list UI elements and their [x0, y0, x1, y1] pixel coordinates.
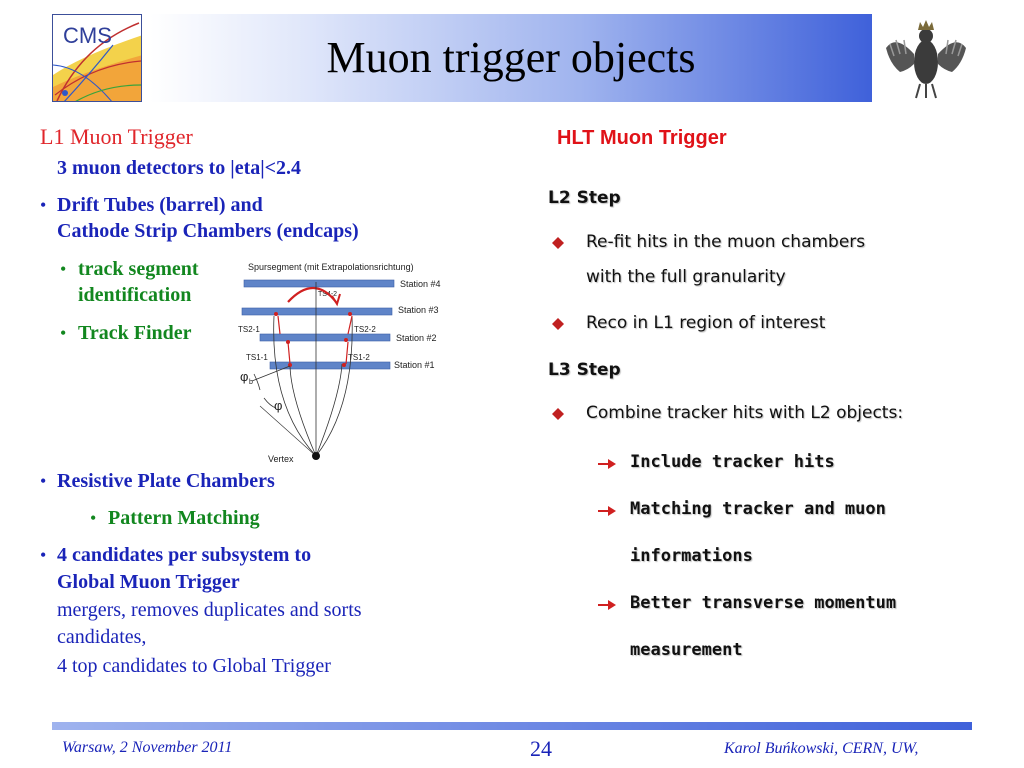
title-bar — [150, 14, 872, 102]
red-diamond-bullet-icon — [552, 317, 564, 335]
ts22-label: TS2-2 — [354, 325, 376, 334]
l3-sub2-line1: Matching tracker and muon — [630, 499, 886, 519]
l1-subtitle: 3 muon detectors to |eta|<2.4 — [57, 157, 302, 179]
cms-logo-text: CMS — [63, 23, 112, 48]
ts11-label: TS1-1 — [246, 353, 268, 362]
l2-item1-line1: Re-fit hits in the muon chambers — [586, 232, 866, 252]
slide-title: Muon trigger objects — [326, 33, 696, 82]
station-1-bar — [269, 361, 391, 370]
cms-logo: CMS — [52, 14, 142, 102]
bullet-icon: • — [40, 471, 47, 491]
bullet-icon: • — [40, 545, 47, 565]
station-2-label: Station #2 — [396, 333, 437, 343]
station-3-bar — [241, 307, 393, 316]
bullet-icon: • — [40, 195, 47, 215]
vertex-label: Vertex — [268, 454, 294, 464]
ts12-label: TS1-2 — [348, 353, 370, 362]
rpc-pattern-matching: Pattern Matching — [108, 507, 260, 529]
station-4-bar — [243, 279, 395, 288]
ts21-label: TS2-1 — [238, 325, 260, 334]
red-diamond-bullet-icon — [552, 407, 564, 425]
candidates-line1: 4 candidates per subsystem to — [57, 544, 312, 566]
footer-date: Warsaw, 2 November 2011 — [62, 739, 233, 756]
cms-logo-graphic: CMS — [53, 15, 141, 101]
station-2-bar — [259, 333, 391, 342]
dt-line1: Drift Tubes (barrel) and — [57, 194, 263, 216]
sub1-line1: track segment — [78, 258, 199, 280]
phi-b-subscript: b — [249, 379, 253, 386]
l3-item1: Combine tracker hits with L2 objects: — [586, 403, 904, 423]
diagram-caption: Spursegment (mit Extrapolationsrichtung) — [248, 262, 414, 272]
red-arrow-bullet-icon — [598, 597, 616, 615]
vertex-point — [312, 452, 320, 460]
page-number: 24 — [530, 736, 552, 761]
extrapolation-arrowhead-icon — [331, 293, 341, 307]
bullet-icon: • — [60, 259, 67, 279]
station-4-label: Station #4 — [400, 279, 441, 289]
candidates-line2: Global Muon Trigger — [57, 571, 240, 593]
bullet-icon: • — [60, 323, 67, 343]
candidates-line4: candidates, — [57, 626, 147, 648]
bullet-icon: • — [90, 508, 97, 528]
l3-sub3-line1: Better transverse momentum — [630, 593, 897, 613]
sub2-track-finder: Track Finder — [78, 322, 192, 344]
candidates-line3: mergers, removes duplicates and sorts — [57, 599, 362, 621]
l2-step-heading: L2 Step — [548, 188, 621, 208]
l1-title: L1 Muon Trigger — [40, 124, 193, 149]
l3-sub3-line2: measurement — [630, 640, 743, 660]
l3-sub2-line2: informations — [630, 546, 753, 566]
station-3-label: Station #3 — [398, 305, 439, 315]
l2-item1-line2: with the full granularity — [586, 267, 786, 287]
station-1-label: Station #1 — [394, 360, 435, 370]
red-arrow-bullet-icon — [598, 456, 616, 474]
candidates-line5: 4 top candidates to Global Trigger — [57, 655, 331, 677]
footer-divider — [52, 722, 972, 730]
university-eagle-emblem — [880, 14, 972, 102]
dt-line2: Cathode Strip Chambers (endcaps) — [57, 220, 359, 242]
l2-item2: Reco in L1 region of interest — [586, 313, 826, 333]
red-arrow-bullet-icon — [598, 503, 616, 521]
phi-b-label: φ — [240, 369, 248, 384]
red-diamond-bullet-icon — [552, 236, 564, 254]
sub1-line2: identification — [78, 284, 192, 306]
track-segment-diagram: Spursegment (mit Extrapolationsrichtung)… — [230, 256, 452, 466]
l3-sub1: Include tracker hits — [630, 452, 835, 472]
hlt-title: HLT Muon Trigger — [557, 127, 727, 149]
phi-label: φ — [274, 398, 282, 413]
rpc-label: Resistive Plate Chambers — [57, 470, 275, 492]
l3-step-heading: L3 Step — [548, 360, 621, 380]
footer-author: Karol Buńkowski, CERN, UW, — [724, 740, 919, 757]
